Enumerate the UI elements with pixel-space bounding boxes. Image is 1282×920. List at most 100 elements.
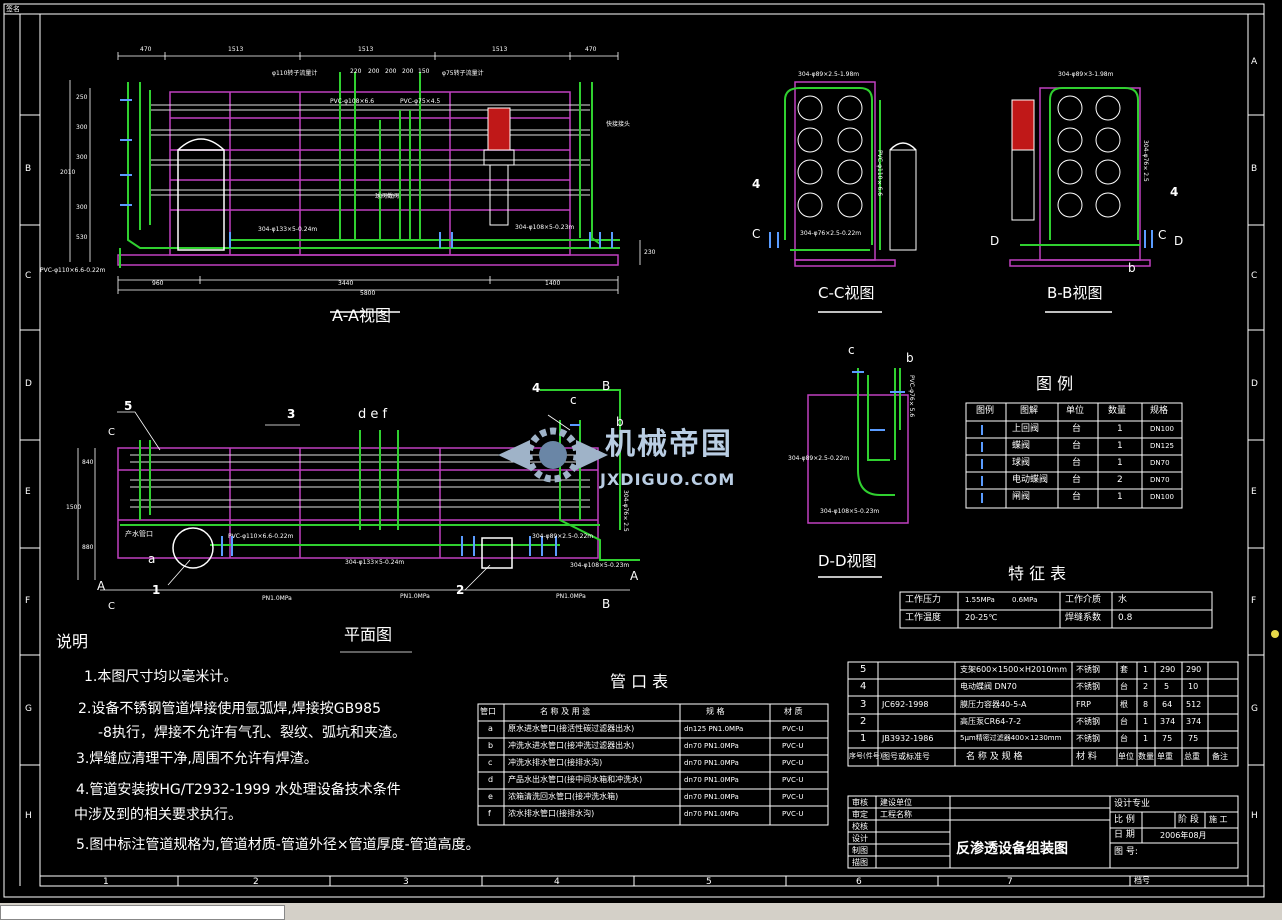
aa-dim-left-2010: 2010 xyxy=(60,169,76,176)
notes-line-5: 4.管道安装按HG/T2932-1999 水处理设备技术条件 xyxy=(76,782,401,798)
ports-r3-spec: dn70 PN1.0MPa xyxy=(684,759,739,767)
ports-r2-mat: PVC-U xyxy=(782,742,804,750)
ports-r4-spec: dn70 PN1.0MPa xyxy=(684,776,739,784)
tb-trace: 描图 xyxy=(852,858,868,867)
plan-port-c: c xyxy=(570,393,577,407)
plan-section-c-left: C xyxy=(108,427,115,438)
legend-row2-qty: 1 xyxy=(1117,441,1123,451)
aa-pipe-108: 304-φ108×5-0.23m xyxy=(515,224,575,231)
dd-pipe-89: 304-φ89×2.5-0.22m xyxy=(788,455,850,462)
parts-header-w1: 单重 xyxy=(1157,752,1173,761)
ports-r5-id: e xyxy=(488,792,493,801)
plan-pipe-108: 304-φ108×5-0.23m xyxy=(570,562,630,569)
parts-r2-w1: 374 xyxy=(1160,717,1176,726)
tb-archive: 档号 xyxy=(1134,876,1150,885)
ports-r4-name: 产品水出水管口(接中间水箱和冲洗水) xyxy=(508,775,643,784)
tb-date-value: 2006年08月 xyxy=(1160,831,1207,840)
ports-r1-name: 原水进水管口(接活性碳过滤器出水) xyxy=(508,724,635,733)
parts-r4-mat: 不锈钢 xyxy=(1076,682,1100,691)
row-letter-d: D xyxy=(1251,379,1258,389)
bb-section-d-left: D xyxy=(990,234,1000,248)
legend-row2-unit: 台 xyxy=(1072,441,1082,451)
feature-r1-c4: 工作介质 xyxy=(1065,595,1102,605)
parts-r3-unit: 根 xyxy=(1120,700,1128,709)
parts-r4-w1: 5 xyxy=(1164,682,1170,691)
col-number-7: 7 xyxy=(1007,877,1013,887)
right-scroll-strip xyxy=(1268,0,1282,903)
plan-section-b-bottom: B xyxy=(602,597,611,611)
plan-section-c-bottom: C xyxy=(108,601,115,612)
parts-r1-qty: 1 xyxy=(1143,734,1149,743)
aa-dim-bottom-960: 960 xyxy=(152,280,164,287)
aa-pvc-bottom: PVC-φ110×6.6-0.22m xyxy=(40,267,106,274)
plan-callout-2: 2 xyxy=(456,583,465,597)
parts-r5-unit: 套 xyxy=(1120,665,1128,674)
row-letter-b-left: B xyxy=(25,164,32,174)
parts-r5-mat: 不锈钢 xyxy=(1076,665,1100,674)
command-line-input[interactable] xyxy=(0,905,285,920)
parts-r1-unit: 台 xyxy=(1120,734,1128,743)
cc-bottom-pipe: 304-φ76×2.5-0.22m xyxy=(800,230,862,237)
feature-r1-c1: 工作压力 xyxy=(905,595,942,605)
bb-section-c: C xyxy=(1158,228,1167,242)
plan-pn-1: PN1.0MPa xyxy=(262,595,292,602)
row-letter-g: G xyxy=(1251,704,1258,714)
parts-r5-name: 支架600×1500×H2010mm xyxy=(960,665,1067,674)
frame-corner-label: 签名 xyxy=(6,5,20,13)
aa-dim-left-300a: 300 xyxy=(76,124,88,131)
aa-dim-left-530: 530 xyxy=(76,234,88,241)
plan-pn-3: PN1.0MPa xyxy=(556,593,586,600)
aa-pvc-108: PVC-φ108×6.6 xyxy=(330,98,375,105)
row-letter-h-left: H xyxy=(25,811,32,821)
aa-dim-top-4: 1513 xyxy=(492,46,508,53)
tb-project: 工程名称 xyxy=(880,810,912,819)
watermark-cn: 机械帝国 xyxy=(605,427,733,462)
legend-row3-unit: 台 xyxy=(1072,458,1082,468)
plan-port-b: b xyxy=(616,415,624,429)
aa-dim-right-230: 230 xyxy=(644,249,656,256)
row-letter-e-left: E xyxy=(25,487,31,497)
parts-r4-name: 电动蝶阀 DN70 xyxy=(960,682,1017,691)
notes-line-3: -8执行，焊接不允许有气孔、裂纹、弧坑和夹渣。 xyxy=(98,725,406,741)
tb-ratio: 比 例 xyxy=(1114,815,1135,825)
ports-r6-id: f xyxy=(488,809,491,818)
feature-r2-c4: 0.8 xyxy=(1118,613,1133,623)
legend-header-unit: 单位 xyxy=(1066,406,1085,416)
feature-r2-c1: 工作温度 xyxy=(905,613,942,623)
plan-dim-1500: 1500 xyxy=(66,504,82,511)
legend-row3-spec: DN70 xyxy=(1150,459,1170,467)
ports-r1-id: a xyxy=(488,724,493,733)
legend-row5-spec: DN100 xyxy=(1150,493,1174,501)
legend-header-qty: 数量 xyxy=(1108,406,1127,416)
ports-r6-spec: dn70 PN1.0MPa xyxy=(684,810,739,818)
cc-callout-4: 4 xyxy=(752,177,761,191)
tb-drawing-no: 图 号: xyxy=(1114,847,1138,857)
aa-view-title: A-A视图 xyxy=(332,306,391,325)
dd-port-c: c xyxy=(848,343,855,357)
tb-construction: 施 工 xyxy=(1209,815,1228,824)
plan-view-title: 平面图 xyxy=(344,625,393,644)
bb-top-pipe: 304-φ89×3-1.98m xyxy=(1058,71,1114,78)
parts-header-std: 图号或标准号 xyxy=(882,752,930,761)
cc-side-pipe: PVC-φ110×6.6 xyxy=(876,150,883,197)
ports-r3-id: c xyxy=(488,758,493,767)
aa-dim-left-250: 250 xyxy=(76,94,88,101)
aa-dim-sub-2: 200 xyxy=(368,68,380,75)
ports-header-material: 材 质 xyxy=(784,707,803,716)
notes-line-7: 5.图中标注管道规格为,管道材质-管道外径×管道厚度-管道高度。 xyxy=(76,837,480,853)
ports-r4-id: d xyxy=(488,775,494,784)
aa-quick-coupling: 快接接头 xyxy=(606,121,631,128)
aa-dim-bottom-3440: 3440 xyxy=(338,280,354,287)
parts-r5-qty: 1 xyxy=(1143,665,1149,674)
aa-dim-sub-3: 200 xyxy=(385,68,397,75)
aa-dim-top-1: 470 xyxy=(140,46,152,53)
watermark-logo-icon xyxy=(498,427,608,483)
notes-line-2: 2.设备不锈钢管道焊接使用氩弧焊,焊接按GB985 xyxy=(78,701,381,717)
parts-r2-unit: 台 xyxy=(1120,717,1128,726)
tb-review: 审核 xyxy=(852,798,868,807)
feature-r1-c3: 0.6MPa xyxy=(1012,596,1038,604)
parts-r3-qty: 8 xyxy=(1143,700,1149,709)
notes-line-6: 中涉及到的相关要求执行。 xyxy=(74,807,242,823)
